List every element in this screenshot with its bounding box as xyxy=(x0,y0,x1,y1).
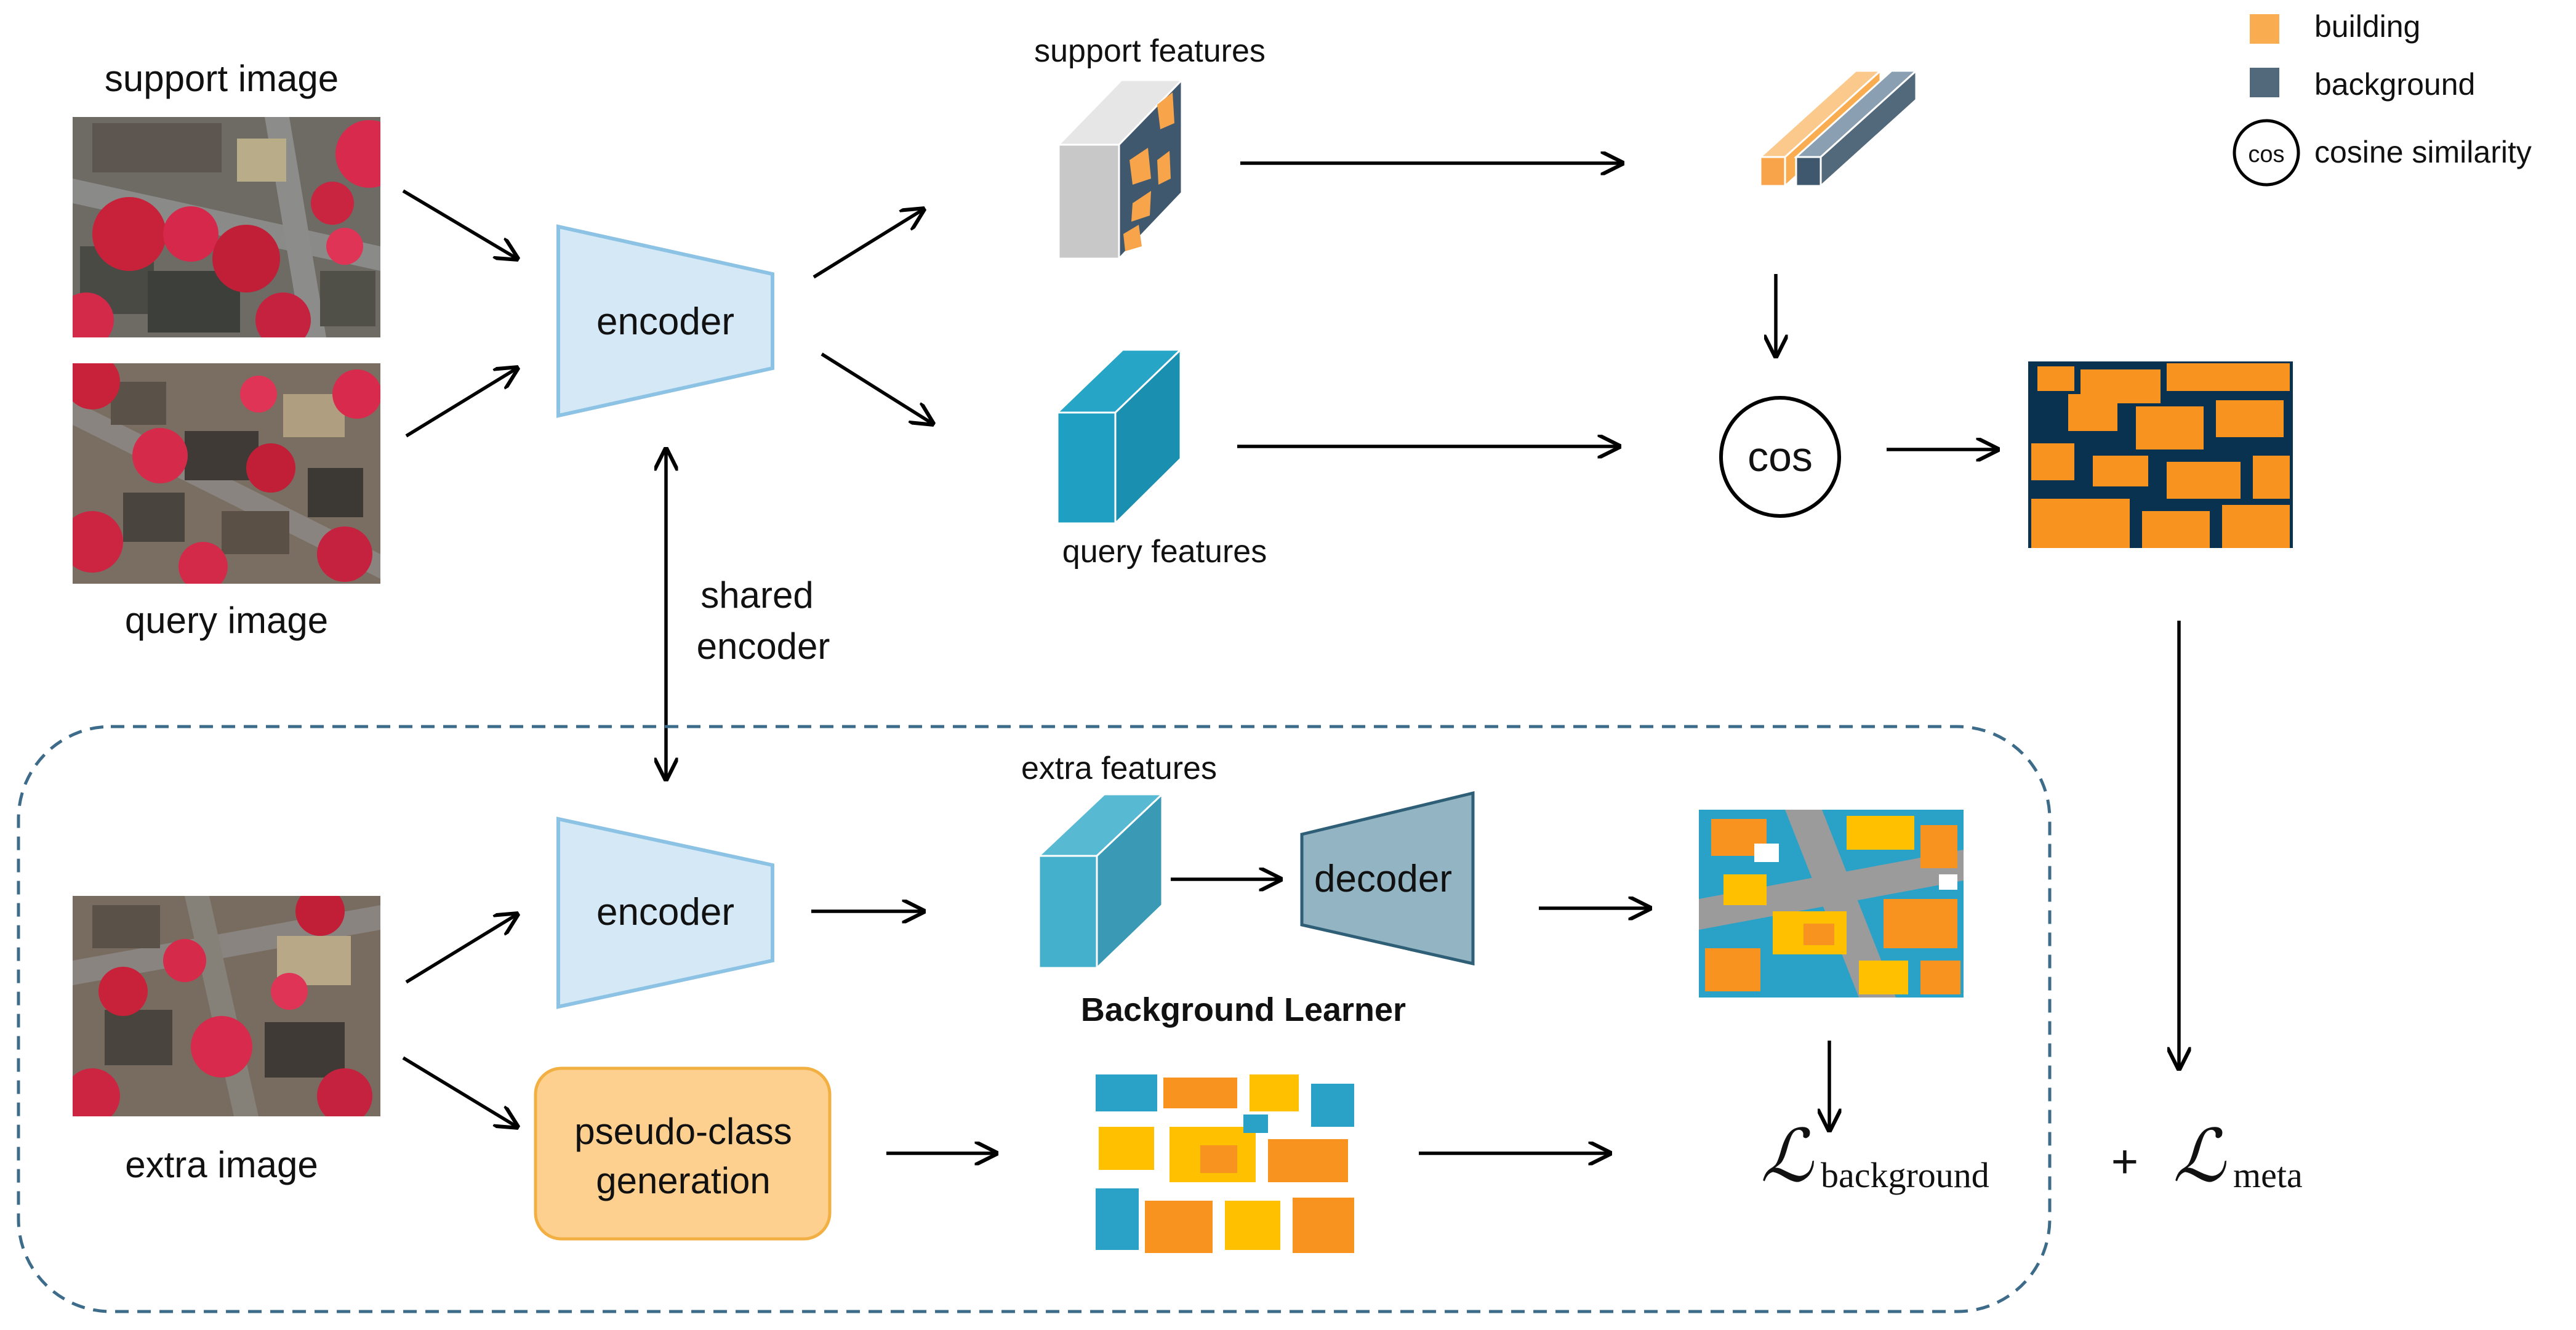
meta-loss-symbol: ℒ xyxy=(2173,1116,2226,1197)
extra-features-label: extra features xyxy=(1021,751,1217,786)
cos-node-label: cos xyxy=(1747,433,1813,480)
arrow-support-to-encoder xyxy=(402,189,517,259)
pseudo-class-generation-box xyxy=(534,1066,832,1241)
arrow-encoder-to-support-features xyxy=(813,209,923,279)
query-features-cube xyxy=(1055,347,1183,526)
encoder-bottom-label: encoder xyxy=(596,891,734,933)
meta-loss-subscript: meta xyxy=(2233,1155,2303,1195)
legend-cos-symbol: cos xyxy=(2248,142,2284,167)
support-features-cube xyxy=(1056,78,1184,261)
decoder-label: decoder xyxy=(1314,858,1452,900)
pseudo-class-map xyxy=(1093,1071,1358,1259)
encoder-top xyxy=(556,224,774,418)
query-image xyxy=(73,363,380,584)
legend-cosine-similarity-label: cosine similarity xyxy=(2314,135,2532,169)
background-loss-symbol: ℒ xyxy=(1760,1116,1814,1197)
legend-background-label: background xyxy=(2314,67,2475,102)
cos-node xyxy=(1719,396,1841,518)
decoder-segmentation-output xyxy=(1699,810,1964,997)
loss-plus-sign: + xyxy=(2111,1135,2138,1188)
arrow-extra-to-pseudo xyxy=(402,1056,517,1127)
class-prototype-bars xyxy=(1758,68,1919,188)
query-features-label: query features xyxy=(1062,534,1267,570)
legend-building-swatch xyxy=(2250,14,2279,44)
extra-image xyxy=(73,896,380,1116)
extra-features-cube xyxy=(1037,792,1165,970)
arrow-encoder-to-query-features xyxy=(821,352,933,424)
arrow-extra-to-encoder xyxy=(405,914,517,984)
encoder-bottom xyxy=(556,816,774,1009)
extra-image-label: extra image xyxy=(125,1144,318,1185)
query-image-label: query image xyxy=(125,600,328,641)
background-loss-subscript: background xyxy=(1821,1155,1989,1195)
background-learner-region xyxy=(17,725,2052,1313)
support-image xyxy=(73,117,380,337)
legend-background-swatch xyxy=(2250,68,2279,97)
shared-encoder-label-line2: encoder xyxy=(697,626,830,667)
support-image-label: support image xyxy=(105,58,339,99)
encoder-top-label: encoder xyxy=(596,300,734,343)
pseudo-class-label-line1: pseudo-class xyxy=(574,1111,792,1152)
shared-encoder-label-line1: shared xyxy=(700,574,813,616)
decoder xyxy=(1300,791,1475,966)
legend-cos-circle xyxy=(2233,119,2300,187)
arrow-query-to-encoder xyxy=(405,368,517,438)
query-prediction-mask xyxy=(2028,361,2293,548)
pseudo-class-label-line2: generation xyxy=(596,1160,771,1201)
background-learner-label: Background Learner xyxy=(1081,991,1406,1028)
legend-building-label: building xyxy=(2314,9,2420,44)
support-features-label: support features xyxy=(1034,33,1266,69)
